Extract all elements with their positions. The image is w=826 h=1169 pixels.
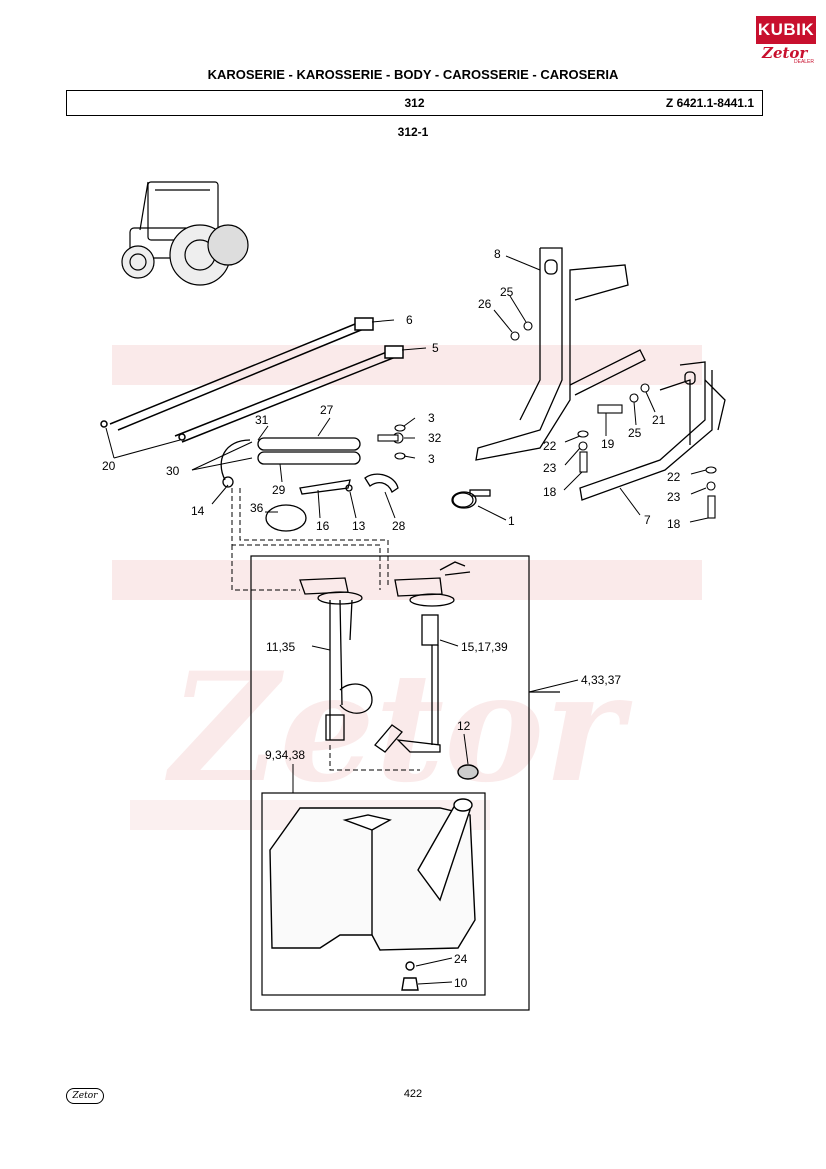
tractor-illustration — [121, 181, 249, 286]
callout-21: 21 — [652, 413, 666, 427]
model-range: Z 6421.1-8441.1 — [665, 96, 754, 110]
group-number: 312 — [404, 96, 425, 110]
leader-lines — [105, 255, 709, 985]
callout-22a: 22 — [543, 439, 557, 453]
page-title: KAROSERIE - KAROSSERIE - BODY - CAROSSER… — [207, 67, 619, 82]
logo-kubik-text: KUBIK — [756, 16, 816, 44]
callout-32: 32 — [428, 431, 442, 445]
callout-29: 29 — [272, 483, 286, 497]
fuel-sender-units — [299, 561, 471, 753]
footer-zetor-logo: Zetor — [66, 1088, 104, 1104]
fuel-tank — [269, 764, 479, 991]
callout-23b: 23 — [667, 490, 681, 504]
callout-3a: 3 — [428, 411, 435, 425]
callout-12: 12 — [457, 719, 471, 733]
callout-10: 10 — [454, 976, 468, 990]
callout-7: 7 — [644, 513, 651, 527]
page-number: 422 — [403, 1088, 423, 1100]
logo-dealer-text: DEALER — [794, 59, 815, 65]
callout-20: 20 — [102, 459, 116, 473]
tank-brackets — [475, 247, 726, 501]
callout-25a: 25 — [500, 285, 514, 299]
callout-13: 13 — [352, 519, 366, 533]
callout-9-34-38: 9,34,38 — [265, 748, 305, 762]
callout-24: 24 — [454, 952, 468, 966]
callout-31: 31 — [255, 413, 269, 427]
callout-19: 19 — [601, 437, 615, 451]
callout-28: 28 — [392, 519, 406, 533]
callout-22b: 22 — [667, 470, 681, 484]
callout-25b: 25 — [628, 426, 642, 440]
callout-3b: 3 — [428, 452, 435, 466]
callout-5: 5 — [432, 341, 439, 355]
kubik-zetor-logo: KUBIK Zetor DEALER — [756, 16, 816, 68]
callout-18b: 18 — [667, 517, 681, 531]
subgroup-number: 312-1 — [397, 125, 429, 139]
callout-30: 30 — [166, 464, 180, 478]
tank-straps — [100, 317, 404, 443]
fuel-hoses — [220, 437, 491, 532]
dashed-connections — [231, 488, 420, 771]
group-header-box: 312 Z 6421.1-8441.1 — [66, 90, 763, 116]
callout-16: 16 — [316, 519, 330, 533]
assembly-frames — [250, 555, 560, 1011]
fasteners — [377, 321, 717, 519]
callout-11-35: 11,35 — [266, 640, 295, 654]
callout-labels: 1 3 3 4,33,37 5 6 7 8 9,34,38 10 11,35 1… — [102, 247, 681, 990]
callout-6: 6 — [406, 313, 413, 327]
callout-14: 14 — [191, 504, 205, 518]
callout-36: 36 — [250, 501, 264, 515]
fuel-cap-with-key — [452, 492, 474, 508]
callout-27: 27 — [320, 403, 334, 417]
callout-18a: 18 — [543, 485, 557, 499]
callout-23a: 23 — [543, 461, 557, 475]
callout-1: 1 — [508, 514, 515, 528]
callout-4-33-37: 4,33,37 — [581, 673, 621, 687]
svg-text:Zetor: Zetor — [165, 640, 633, 816]
callout-15-17-39: 15,17,39 — [461, 640, 508, 654]
callout-8: 8 — [494, 247, 501, 261]
callout-26: 26 — [478, 297, 492, 311]
watermark: Zetor — [112, 345, 702, 830]
logo-zetor-text: Zetor — [762, 44, 808, 62]
